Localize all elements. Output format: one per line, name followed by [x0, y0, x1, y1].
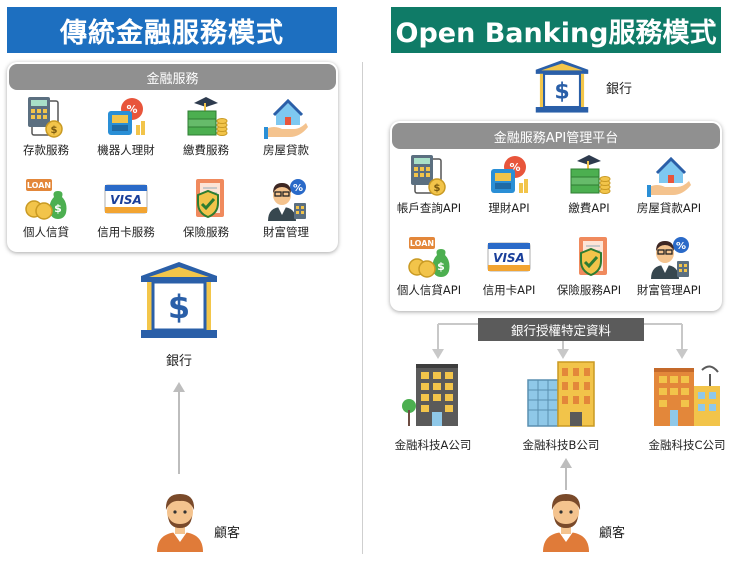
insurance-icon [579, 237, 607, 277]
company-label: 金融科技C公司 [648, 438, 726, 452]
svg-text:$: $ [51, 125, 58, 136]
svg-text:$: $ [434, 183, 441, 194]
loan-bag-icon: LOAN $ [408, 237, 450, 278]
arrow-up [560, 458, 572, 490]
loan-bag-icon: LOAN $ [25, 179, 67, 220]
service-label: 財富管理 [263, 225, 309, 239]
svg-text:$: $ [554, 79, 569, 105]
visa-card-icon: VISA [104, 184, 148, 214]
svg-text:%: % [126, 103, 137, 116]
api-calculator-doc: $ 帳戶查詢API [387, 153, 471, 216]
service-wealth-manager: % 財富管理 [244, 177, 328, 240]
service-label: 個人信貸 [23, 225, 69, 239]
api-label: 保險服務API [556, 283, 622, 297]
panel-header: 金融服務API管理平台 [392, 123, 720, 149]
service-label: 房屋貸款 [263, 143, 309, 157]
svg-text:%: % [509, 161, 520, 174]
svg-text:LOAN: LOAN [27, 181, 51, 190]
api-robo-advisor: % 理財API [467, 153, 551, 216]
api-loan-bag: LOAN $ 個人信貸API [387, 235, 471, 298]
service-label: 存款服務 [23, 143, 69, 157]
financial-services-panel: 金融服務 [7, 62, 338, 252]
service-visa-card: VISA 信用卡服務 [84, 177, 168, 240]
api-label: 信用卡API [482, 283, 536, 297]
svg-text:$: $ [54, 202, 62, 215]
api-visa-card: VISA 信用卡API [467, 235, 551, 298]
svg-text:VISA: VISA [110, 193, 142, 207]
service-robo-advisor: % 機器人理財 [84, 95, 168, 158]
api-bill-payment: 繳費API [547, 153, 631, 216]
customer-avatar-icon [157, 494, 203, 552]
company-label: 金融科技A公司 [394, 438, 472, 452]
api-label: 帳戶查詢API [396, 201, 462, 215]
service-label: 繳費服務 [183, 143, 229, 157]
svg-text:$: $ [437, 260, 445, 273]
service-bill-payment: 繳費服務 [164, 95, 248, 158]
api-label: 繳費API [568, 201, 610, 215]
service-label: 機器人理財 [97, 143, 155, 157]
bank-label: 銀行 [606, 82, 633, 97]
customer-label: 顧客 [599, 526, 626, 541]
house-loan-icon [647, 156, 691, 197]
office-tower-icon [527, 361, 595, 427]
company-label: 金融科技B公司 [522, 438, 600, 452]
service-label: 信用卡服務 [97, 225, 155, 239]
panel-header: 金融服務 [9, 64, 336, 90]
visa-card-icon: VISA [487, 242, 531, 272]
bank-icon: $ [535, 60, 589, 113]
calculator-doc-icon: $ [411, 155, 446, 196]
wealth-manager-icon: % [651, 237, 689, 279]
api-platform-panel: 金融服務API管理平台 [390, 121, 722, 311]
svg-text:VISA: VISA [493, 251, 525, 265]
bank-label: 銀行 [166, 354, 193, 369]
api-label: 個人信貸API [396, 283, 462, 297]
robo-advisor-icon: % [108, 98, 145, 135]
svg-text:$: $ [168, 288, 190, 326]
api-label: 房屋貸款API [636, 201, 702, 215]
api-wealth-manager: % 財富管理API [627, 235, 711, 298]
authorization-bar: 銀行授權特定資料 [478, 318, 644, 341]
api-label: 財富管理API [636, 283, 702, 297]
wealth-manager-icon: % [268, 179, 306, 221]
service-insurance: 保險服務 [164, 177, 248, 240]
right-title: Open Banking服務模式 [391, 7, 721, 53]
calculator-doc-icon: $ [28, 97, 63, 138]
arrow-up [173, 382, 185, 474]
bill-payment-icon [570, 155, 611, 194]
service-calculator-doc: $ 存款服務 [4, 95, 88, 158]
service-house-loan: 房屋貸款 [244, 95, 328, 158]
bank-icon: $ [141, 262, 217, 338]
svg-text:%: % [676, 241, 686, 252]
customer-label: 顧客 [214, 526, 241, 541]
api-house-loan: 房屋貸款API [627, 153, 711, 216]
office-complex-icon [654, 365, 720, 426]
office-building-icon [402, 364, 458, 426]
robo-advisor-icon: % [491, 156, 528, 193]
insurance-icon [196, 179, 224, 219]
customer-avatar-icon [543, 494, 589, 552]
api-insurance: 保險服務API [547, 235, 631, 298]
service-loan-bag: LOAN $ 個人信貸 [4, 177, 88, 240]
left-title: 傳統金融服務模式 [7, 7, 337, 53]
column-divider [362, 62, 363, 554]
bill-payment-icon [187, 97, 228, 136]
svg-text:LOAN: LOAN [410, 239, 434, 248]
house-loan-icon [264, 98, 308, 139]
svg-text:%: % [293, 183, 303, 194]
service-label: 保險服務 [183, 225, 229, 239]
api-label: 理財API [488, 201, 530, 215]
